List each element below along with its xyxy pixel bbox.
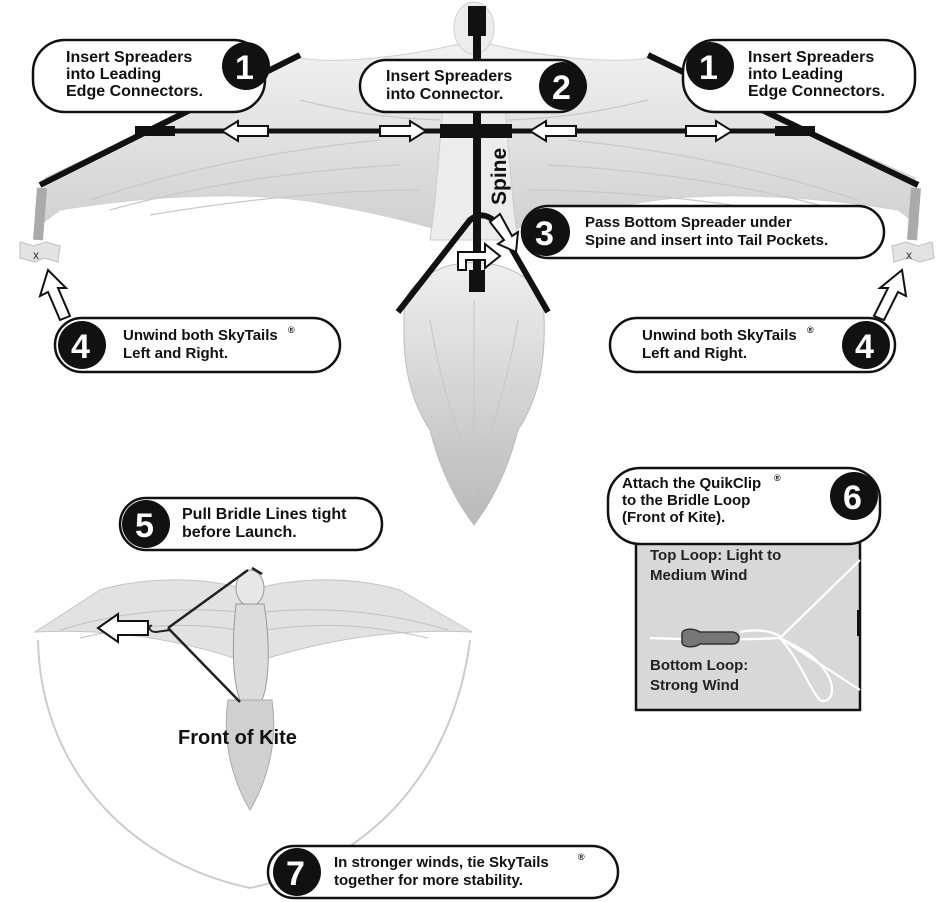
step-number: 7 (286, 855, 305, 893)
step-7-line-2: together for more stability. (334, 872, 523, 889)
right-skytail (892, 242, 934, 262)
panel-edge-mark (857, 610, 861, 636)
step-4-left-line-2: Left and Right. (123, 345, 228, 362)
step-3-line-2: Spine and insert into Tail Pockets. (585, 232, 828, 249)
right-skytail-string (912, 188, 916, 240)
step-5-callout: 5 Pull Bridle Lines tight before Launch. (120, 498, 382, 550)
step-2-line-2: into Connector. (386, 86, 503, 103)
step-2-line-1: Insert Spreaders (386, 68, 512, 85)
bird-tail (226, 700, 273, 810)
registered-mark: ® (288, 325, 295, 335)
step-number: 4 (71, 328, 90, 366)
svg-text:x: x (906, 248, 912, 262)
step-number: 2 (552, 69, 571, 107)
step-3-line-1: Pass Bottom Spreader under (585, 214, 792, 231)
step-number: 5 (135, 507, 154, 545)
spine-top-cap (468, 6, 486, 36)
step-4-right-line-1: Unwind both SkyTails (642, 327, 797, 344)
spine-bottom-cap (469, 270, 485, 292)
step-1-right-line-2: into Leading (748, 66, 843, 83)
step-7-callout: 7 In stronger winds, tie SkyTails ® toge… (268, 846, 618, 898)
step-3-callout: 3 Pass Bottom Spreader under Spine and i… (522, 206, 884, 258)
step-1-left-callout: Insert Spreaders into Leading Edge Conne… (33, 40, 270, 112)
step-1-right-callout: Insert Spreaders into Leading Edge Conne… (683, 40, 915, 112)
bottom-loop-label-line-1: Bottom Loop: (650, 657, 748, 674)
front-kite-illustration: Front of Kite (35, 568, 472, 888)
step-4-left-line-1: Unwind both SkyTails (123, 327, 278, 344)
step-4-right-callout: Unwind both SkyTails ® Left and Right. 4 (610, 318, 895, 372)
bottom-loop-label-line-2: Strong Wind (650, 677, 739, 694)
left-skytail (20, 242, 60, 262)
step-6-line-2: to the Bridle Loop (622, 492, 750, 509)
step-1-left-line-1: Insert Spreaders (66, 49, 192, 66)
step-7-line-1: In stronger winds, tie SkyTails (334, 854, 549, 871)
top-loop-label-line-2: Medium Wind (650, 567, 747, 584)
step-4-right-line-2: Left and Right. (642, 345, 747, 362)
left-skytail-string (38, 188, 42, 240)
left-edge-connector (135, 126, 175, 136)
step-6-line-1: Attach the QuikClip (622, 475, 761, 492)
step-5-line-2: before Launch. (182, 524, 297, 541)
registered-mark: ® (578, 852, 585, 862)
step-number: 6 (843, 479, 862, 517)
step-1-right-line-3: Edge Connectors. (748, 83, 885, 100)
step-1-left-line-3: Edge Connectors. (66, 83, 203, 100)
step-number: 1 (699, 49, 718, 87)
arrow-up-icon (40, 270, 70, 320)
spine-label: Spine (488, 148, 511, 205)
step-2-callout: Insert Spreaders into Connector. 2 (360, 60, 587, 112)
step-6-callout: Attach the QuikClip ® to the Bridle Loop… (608, 468, 880, 544)
quikclip-icon (682, 629, 739, 647)
step-4-left-callout: 4 Unwind both SkyTails ® Left and Right. (55, 318, 340, 372)
arrow-up-icon (874, 270, 906, 320)
step-6-line-3: (Front of Kite). (622, 509, 725, 526)
step-number: 1 (235, 49, 254, 87)
front-of-kite-label: Front of Kite (178, 727, 297, 749)
step-1-left-line-2: into Leading (66, 66, 161, 83)
step-1-right-line-1: Insert Spreaders (748, 49, 874, 66)
right-edge-connector (775, 126, 815, 136)
registered-mark: ® (774, 473, 781, 483)
right-wing (252, 580, 472, 660)
svg-text:x: x (33, 248, 39, 262)
step-number: 4 (855, 328, 874, 366)
step-5-line-1: Pull Bridle Lines tight (182, 506, 347, 523)
bird-body (233, 604, 268, 700)
top-loop-label-line-1: Top Loop: Light to (650, 547, 781, 564)
registered-mark: ® (807, 325, 814, 335)
step-number: 3 (535, 215, 554, 253)
